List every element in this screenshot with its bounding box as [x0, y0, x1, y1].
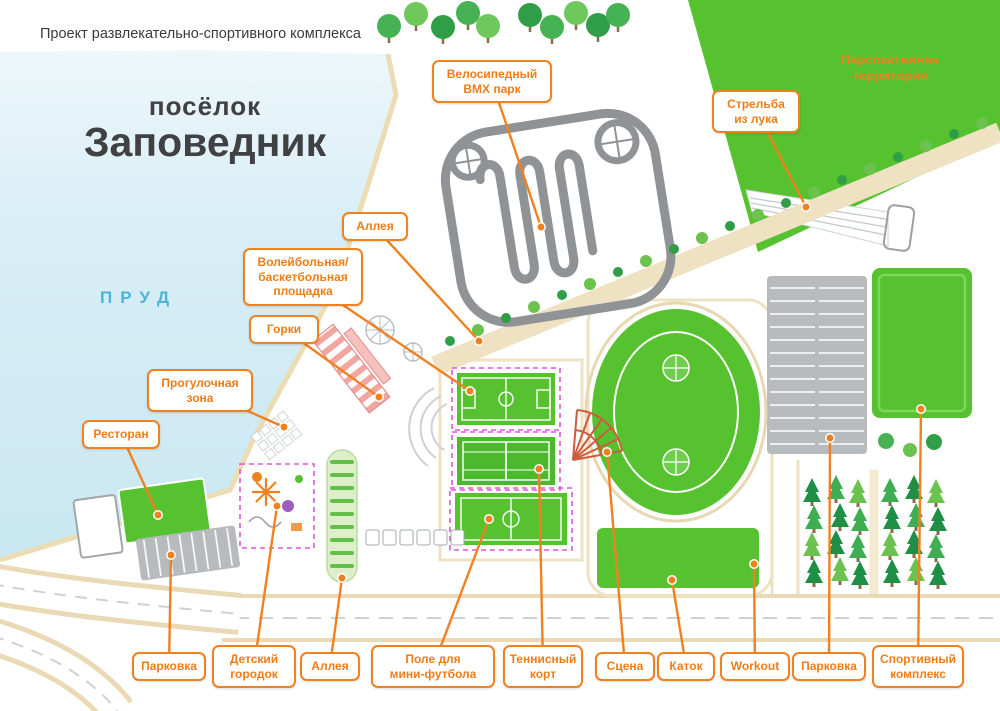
parking-lot-top — [767, 276, 867, 454]
callout-tennis-court: Теннисный корт — [503, 645, 583, 689]
callout-mini-football: Поле для мини-футбола — [371, 645, 495, 689]
alley-strip — [326, 449, 358, 583]
callout-volleyball-basketball: Волейбольная/ баскетбольная площадка — [243, 248, 363, 306]
leader-mini-football — [431, 518, 491, 668]
callout-alley-top: Аллея — [342, 212, 408, 241]
top-trees — [375, 0, 632, 46]
workout-area — [597, 528, 759, 588]
callout-sports-complex: Спортивный комплекс — [872, 645, 964, 689]
sports-complex-area — [872, 268, 972, 418]
basketball-court — [451, 367, 561, 431]
right-trees — [878, 433, 942, 457]
leader-parking-right — [827, 437, 832, 667]
leader-parking-left — [167, 554, 173, 667]
terrace-arcs — [408, 387, 448, 467]
perspective-territory-area — [688, 0, 1000, 252]
leader-sports-complex — [916, 408, 923, 668]
leader-tennis — [537, 468, 545, 668]
kids-playground — [239, 463, 315, 549]
project-title: Проект развлекательно-спортивного компле… — [40, 26, 361, 42]
callout-parking-left: Парковка — [132, 652, 206, 681]
shoreline — [0, 53, 399, 563]
logo: посёлок Заповедник — [70, 92, 340, 164]
logo-name-word: Заповедник — [83, 118, 327, 165]
callout-kids-town: Детский городок — [212, 645, 296, 689]
kiosks — [365, 529, 465, 546]
callout-archery: Стрельба из лука — [712, 90, 800, 134]
callout-alley-bottom: Аллея — [300, 652, 360, 681]
leader-ice-rink — [670, 579, 688, 667]
pond-label: ПРУД — [100, 288, 178, 307]
parking-lot-left — [135, 525, 241, 581]
callout-walking-zone: Прогулочная зона — [147, 369, 253, 413]
logo-settlement-word: посёлок — [148, 91, 262, 121]
leader-dots — [153, 202, 926, 585]
callout-stage: Сцена — [595, 652, 655, 681]
callout-ice-rink: Каток — [657, 652, 715, 681]
callout-slides: Горки — [249, 315, 319, 344]
leader-stage — [605, 451, 627, 667]
leader-bmx-park — [490, 81, 543, 228]
football-field — [449, 487, 573, 551]
ice-rink — [584, 301, 768, 523]
tennis-court-area — [451, 431, 561, 491]
roads — [0, 564, 1000, 711]
callout-workout: Workout — [720, 652, 790, 681]
leader-alley-bottom — [328, 577, 344, 667]
perspective-territory-label: Перспективная территория — [840, 52, 940, 84]
leader-workout — [752, 563, 757, 667]
alley-bushes — [445, 117, 988, 346]
leader-lines — [119, 81, 923, 668]
callout-restaurant: Ресторан — [82, 420, 160, 449]
restaurant-area — [72, 477, 212, 559]
stage-fan — [572, 409, 623, 461]
callout-bmx-park: Велосипедный BMX парк — [432, 60, 552, 104]
bmx-track — [440, 108, 676, 327]
leader-alley-top — [374, 226, 480, 342]
callout-parking-right: Парковка — [792, 652, 866, 681]
leader-kids-town — [252, 505, 279, 668]
